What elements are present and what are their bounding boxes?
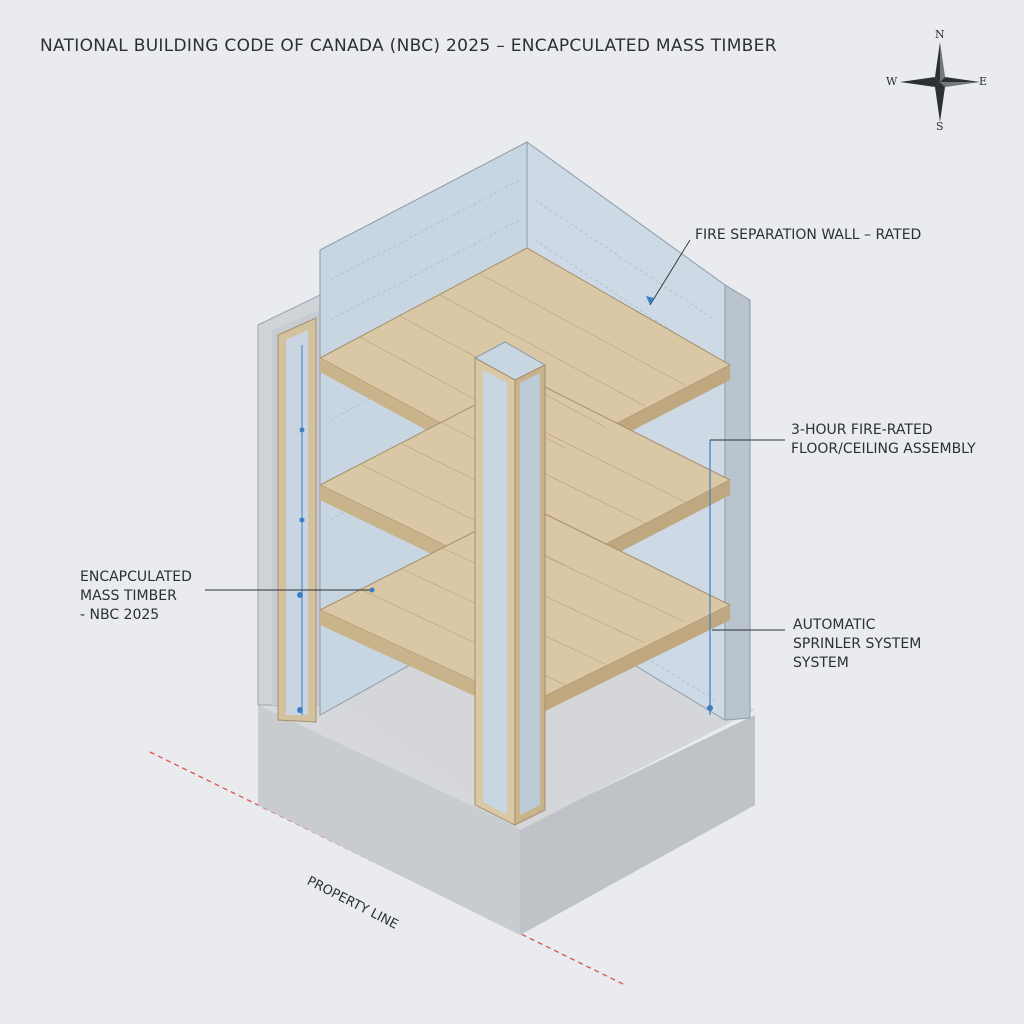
sprinkler-piping xyxy=(297,345,713,715)
leader-fire-wall xyxy=(649,239,691,306)
callout-sprinkler-system: AUTOMATIC SPRINLER SYSTEM SYSTEM xyxy=(793,617,922,671)
callout-fire-separation-wall: FIRE SEPARATION WALL – RATED xyxy=(695,227,922,243)
diagram-title: NATIONAL BUILDING CODE OF CANADA (NBC) 2… xyxy=(40,36,777,56)
compass-north-label: N xyxy=(935,28,945,41)
compass-west-label: W xyxy=(886,75,898,88)
compass-south-label: S xyxy=(936,120,944,133)
compass-east-label: E xyxy=(979,75,988,88)
compass-rose-icon xyxy=(900,42,980,122)
encapsulated-column-left xyxy=(277,317,317,723)
encapsulated-column-front xyxy=(473,341,547,826)
callout-floor-ceiling-assembly: 3-HOUR FIRE-RATED FLOOR/CEILING ASSEMBLY xyxy=(791,422,976,457)
callout-encapsulated-mass-timber: ENCAPCULATED MASS TIMBER - NBC 2025 xyxy=(80,569,192,623)
